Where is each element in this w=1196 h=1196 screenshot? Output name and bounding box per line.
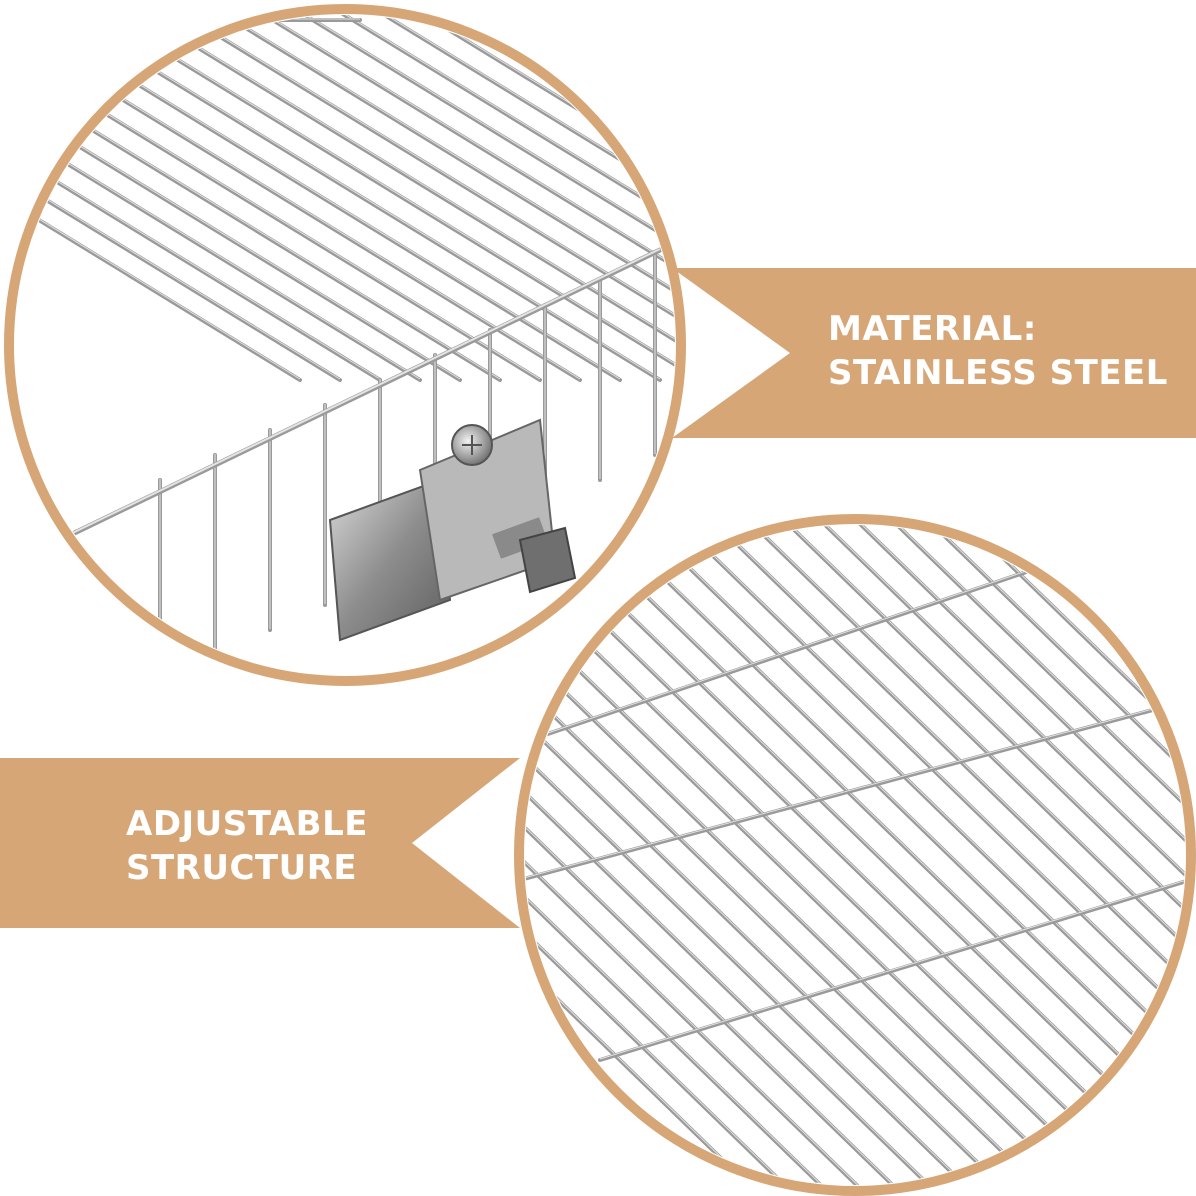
wire-grid-highlight	[675, 525, 1185, 1185]
wire-grid-highlight	[525, 525, 873, 1185]
feature-caption-adjustable: ADJUSTABLE STRUCTURE	[126, 802, 368, 890]
wire-frame-highlight	[599, 878, 1185, 1060]
wire-grid-highlight	[525, 525, 909, 1185]
feature-caption-adjustable-line1: ADJUSTABLE	[126, 804, 368, 844]
wire-grid-highlight	[525, 525, 1017, 1185]
wire-diagonal	[238, 15, 675, 382]
wire-grid-highlight	[525, 525, 837, 1185]
wire-rim-highlight	[59, 248, 661, 540]
wire-grid	[525, 525, 838, 1185]
wire-diagonal-highlight	[239, 15, 675, 380]
wire-frame	[525, 698, 1185, 882]
wire-grid	[602, 525, 1185, 1185]
wire-diagonal-highlight	[279, 15, 675, 380]
wire-grid-highlight	[927, 525, 1185, 1185]
wire-grid	[818, 525, 1185, 1185]
wire-diagonal	[118, 15, 675, 382]
wire-diagonal-highlight	[15, 15, 381, 380]
wire-diagonal	[15, 15, 502, 382]
wire-diagonal	[15, 15, 422, 382]
clamp-bracket	[328, 418, 577, 642]
wire-diagonal	[15, 15, 462, 382]
wire-grid	[746, 525, 1185, 1185]
wire-diagonal-highlight	[399, 15, 675, 380]
wire-grid-highlight	[525, 525, 801, 1185]
wire-grid-highlight	[747, 525, 1185, 1185]
wire-grid	[525, 525, 982, 1185]
wire-diagonal-highlight	[79, 15, 675, 380]
wire-grid	[525, 525, 802, 1185]
hex-bolt-icon	[518, 526, 577, 594]
wire-diagonal-highlight	[119, 15, 675, 380]
wire-diagonal	[398, 15, 675, 382]
basket-wires-bottom	[525, 525, 1185, 1185]
feature-caption-material-line1: MATERIAL:	[828, 309, 1037, 349]
wire-grid	[525, 525, 1090, 1185]
wire-grid	[638, 525, 1185, 1185]
wire-grid	[710, 525, 1185, 1185]
wire-grid-highlight	[639, 525, 1185, 1185]
wire-grid	[525, 525, 874, 1185]
wire-diagonal-highlight	[15, 15, 301, 380]
wire-diagonal-highlight	[15, 15, 461, 380]
wire-diagonal-highlight	[15, 15, 421, 380]
wire-diagonal-highlight	[319, 15, 675, 380]
wire-diagonal-highlight	[159, 15, 675, 380]
wire-frame-highlight	[525, 698, 1185, 880]
feature-caption-material-line2: STAINLESS STEEL	[828, 353, 1168, 393]
wire-grid-highlight	[711, 525, 1185, 1185]
wire-grid-highlight	[525, 525, 765, 1185]
wire-grid	[525, 525, 766, 1185]
wire-grid	[525, 525, 1054, 1185]
wire-grid-highlight	[525, 525, 1053, 1185]
wire-diagonal-highlight	[199, 15, 675, 380]
circle-frame-top	[4, 4, 686, 686]
wire-grid	[890, 525, 1185, 1185]
wire-grid	[525, 525, 1185, 1185]
wire-diagonal	[15, 15, 382, 382]
banner-pointer-top	[672, 268, 790, 438]
wire-grid	[525, 525, 910, 1185]
feature-caption-material: MATERIAL: STAINLESS STEEL	[828, 307, 1168, 395]
wire-grid	[854, 525, 1185, 1185]
wire-grid-highlight	[525, 525, 981, 1185]
wire-diagonal	[78, 15, 675, 382]
wire-grid	[525, 525, 1018, 1185]
wire-grid-highlight	[963, 525, 1185, 1185]
circle-frame-bottom	[514, 514, 1196, 1196]
wire-grid	[674, 525, 1185, 1185]
detail-circle-grid	[514, 514, 1196, 1196]
wire-diagonal	[318, 15, 675, 382]
wire-diagonal-highlight	[15, 15, 501, 380]
wire-diagonal	[15, 15, 302, 382]
wire-grid-highlight	[603, 525, 1185, 1185]
wire-grid-highlight	[525, 525, 1089, 1185]
wire-grid-highlight	[525, 525, 1185, 1185]
wire-grid	[962, 525, 1185, 1185]
wire-diagonal	[278, 15, 675, 382]
wire-diagonal	[198, 15, 675, 382]
wire-grid	[926, 525, 1185, 1185]
wire-grid-highlight	[855, 525, 1185, 1185]
wire-grid-highlight	[783, 525, 1185, 1185]
wire-diagonal	[158, 15, 675, 382]
banner-pointer-bottom	[412, 758, 520, 928]
feature-caption-adjustable-line2: STRUCTURE	[126, 848, 358, 888]
wire-grid	[782, 525, 1185, 1185]
wire-frame	[598, 878, 1185, 1062]
circle-background-bottom	[525, 525, 1185, 1185]
wire-grid-highlight	[891, 525, 1185, 1185]
wire-grid-highlight	[819, 525, 1185, 1185]
